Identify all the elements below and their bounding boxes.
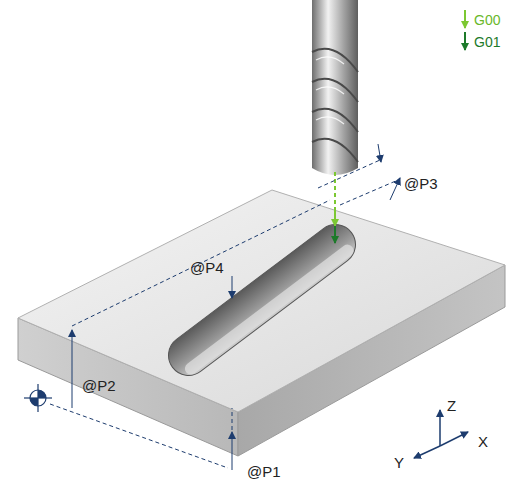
- legend-arrow: [464, 32, 466, 50]
- axis-label: X: [478, 434, 488, 449]
- dimension-label: @P4: [190, 260, 224, 275]
- legend-text: G00: [474, 13, 500, 27]
- dimension-label: @P3: [404, 176, 438, 191]
- dimension-label: @P2: [82, 378, 116, 393]
- axis-label: Z: [447, 398, 456, 413]
- legend-arrow: [464, 10, 466, 28]
- legend-text: G01: [474, 35, 500, 49]
- dimension-label: @P1: [247, 464, 281, 479]
- axis-label: Y: [394, 455, 404, 470]
